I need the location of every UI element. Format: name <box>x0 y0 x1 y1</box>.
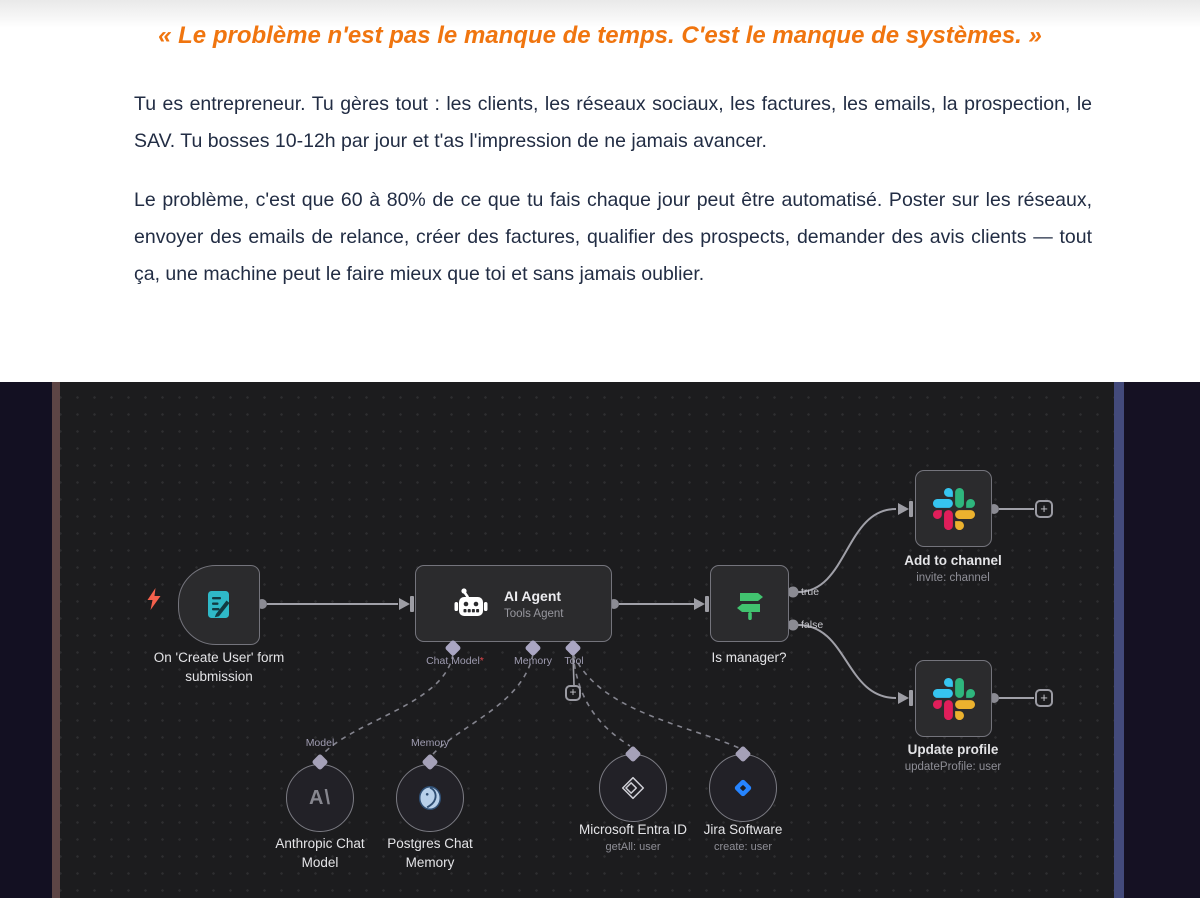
chat-model-port-label: Chat Model* <box>426 655 484 667</box>
postgres-icon <box>418 786 442 810</box>
pull-quote: « Le problème n'est pas le manque de tem… <box>158 22 1042 49</box>
slack-icon <box>932 487 975 530</box>
add-node-button-top[interactable]: + <box>1035 500 1053 518</box>
jira-sublabel: create: user <box>713 841 773 853</box>
jira-icon <box>734 779 752 797</box>
workflow-screenshot: On 'Create User' form submission AI Agen… <box>0 382 1200 898</box>
form-trigger-label: On 'Create User' form submission <box>153 650 285 684</box>
model-connector-label: Model <box>305 737 335 749</box>
slack-update-label: Update profile <box>907 742 999 757</box>
is-manager-node[interactable] <box>710 565 789 642</box>
memory-connector-label: Memory <box>411 737 449 749</box>
paragraph-1: Tu es entrepreneur. Tu gères tout : les … <box>134 93 1092 152</box>
slack-update-profile-node[interactable] <box>915 660 992 737</box>
right-margin <box>1124 382 1200 898</box>
ai-agent-title: AI Agent <box>504 587 562 604</box>
slack-add-label: Add to channel <box>904 553 1002 568</box>
slack-add-to-channel-node[interactable] <box>915 470 992 547</box>
entra-node[interactable] <box>599 754 667 822</box>
trigger-bolt-icon <box>146 588 162 615</box>
robot-icon <box>454 587 488 616</box>
add-node-button-bottom[interactable]: + <box>1035 689 1053 707</box>
is-manager-label: Is manager? <box>711 650 787 665</box>
jira-label: Jira Software <box>703 822 783 837</box>
required-asterisk: * <box>479 655 484 667</box>
left-border-line <box>52 382 60 898</box>
memory-port-label: Memory <box>514 655 552 667</box>
ai-agent-subtitle: Tools Agent <box>504 607 564 620</box>
intro-text: Tu es entrepreneur. Tu gères tout : les … <box>134 86 1092 293</box>
add-tool-button[interactable]: + <box>565 685 581 701</box>
entra-icon <box>621 776 645 800</box>
output-false-label: false <box>801 619 824 631</box>
tool-port-label: Tool <box>564 655 584 667</box>
entra-sublabel: getAll: user <box>605 841 661 853</box>
anthropic-label: Anthropic Chat Model <box>275 836 365 870</box>
slack-add-sublabel: invite: channel <box>916 572 990 584</box>
postgres-node[interactable] <box>396 764 464 832</box>
postgres-label: Postgres Chat Memory <box>387 836 473 870</box>
signpost-icon <box>736 592 763 620</box>
form-trigger-node[interactable] <box>178 565 260 645</box>
paragraph-2: Le problème, c'est que 60 à 80% de ce qu… <box>134 189 1092 285</box>
anthropic-node[interactable]: A\ <box>286 764 354 832</box>
entra-label: Microsoft Entra ID <box>578 822 688 837</box>
workflow-canvas[interactable]: On 'Create User' form submission AI Agen… <box>60 382 1114 898</box>
slack-update-sublabel: updateProfile: user <box>904 761 1002 773</box>
article-section: « Le problème n'est pas le manque de tem… <box>0 0 1200 382</box>
form-icon <box>208 591 230 618</box>
anthropic-logo: A\ <box>309 786 331 809</box>
jira-node[interactable] <box>709 754 777 822</box>
left-margin <box>0 382 52 898</box>
right-border-line <box>1114 382 1124 898</box>
output-true-label: true <box>801 586 820 598</box>
slack-icon <box>932 677 975 720</box>
ai-agent-node[interactable]: AI Agent Tools Agent <box>415 565 612 642</box>
